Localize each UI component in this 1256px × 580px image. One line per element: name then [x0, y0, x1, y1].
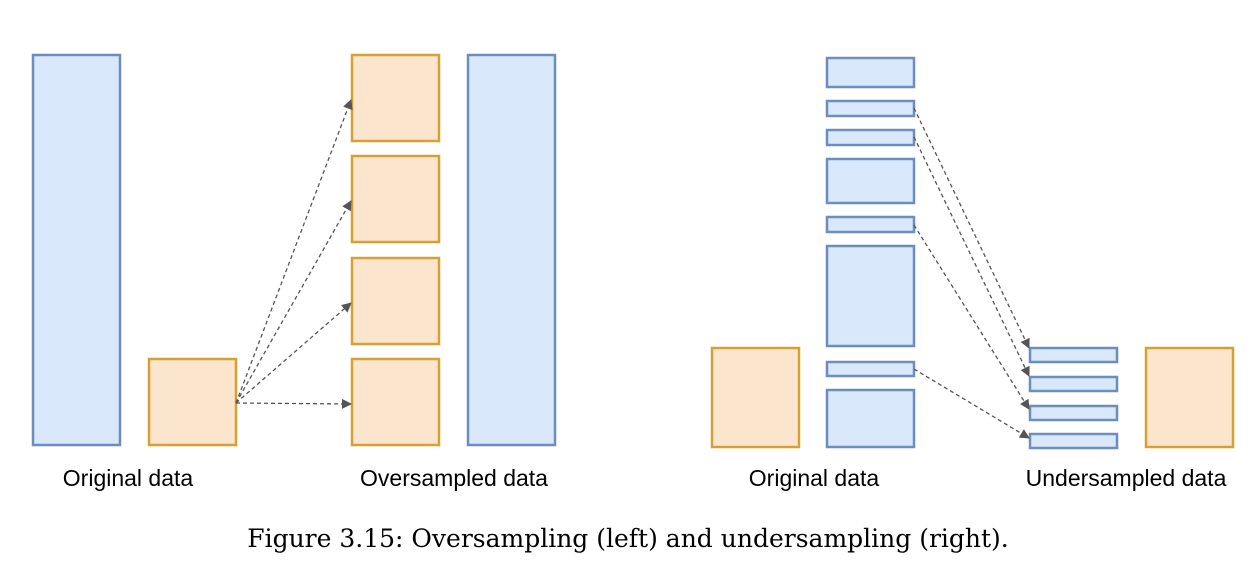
undersampled-majority-2 [1028, 375, 1119, 393]
oversample-arrow-2 [235, 200, 352, 404]
undersampled-majority-1 [1028, 346, 1119, 364]
undersampling-original-label: Original data [749, 465, 880, 491]
oversampled-data-label: Oversampled data [360, 465, 548, 491]
oversampling-original-label: Original data [63, 465, 194, 491]
oversample-arrow-1 [235, 99, 353, 404]
undersampling-panel: Original data Undersampled data [710, 56, 1235, 491]
undersampled-minority-block [1144, 346, 1235, 449]
oversampled-minority-copy-2 [350, 154, 441, 244]
oversample-arrow-3 [235, 302, 352, 404]
majority-chunk-5-sampled [825, 215, 916, 234]
undersampled-majority-4 [1028, 432, 1119, 450]
figure-caption: Figure 3.15: Oversampling (left) and und… [247, 524, 1009, 553]
original-minority-block [147, 357, 238, 447]
majority-chunk-2-sampled [825, 99, 916, 118]
majority-chunk-6 [825, 244, 916, 348]
majority-chunk-4 [825, 157, 916, 205]
oversampled-minority-copy-3 [350, 256, 441, 346]
undersample-arrow-3 [913, 224, 1030, 410]
sampling-diagram: Original data Oversampled data Original … [31, 53, 1235, 491]
oversampled-minority-copy-1 [350, 53, 441, 143]
undersample-arrow-4 [913, 368, 1030, 439]
oversample-arrow-4 [235, 398, 352, 409]
majority-chunk-8 [825, 388, 916, 449]
undersample-arrow-1 [913, 107, 1030, 349]
undersampling-original-minority-block [710, 346, 801, 449]
oversampling-panel: Original data Oversampled data [31, 53, 557, 491]
undersample-arrow-2 [913, 136, 1030, 377]
majority-chunk-3-sampled [825, 128, 916, 147]
undersampled-data-label: Undersampled data [1026, 465, 1227, 491]
majority-chunk-1 [825, 56, 916, 89]
undersampled-majority-3 [1028, 404, 1119, 422]
original-majority-block [31, 53, 122, 447]
oversampled-majority-block [466, 53, 557, 447]
oversampled-minority-copy-4 [350, 357, 441, 447]
majority-chunk-7-sampled [825, 360, 916, 378]
